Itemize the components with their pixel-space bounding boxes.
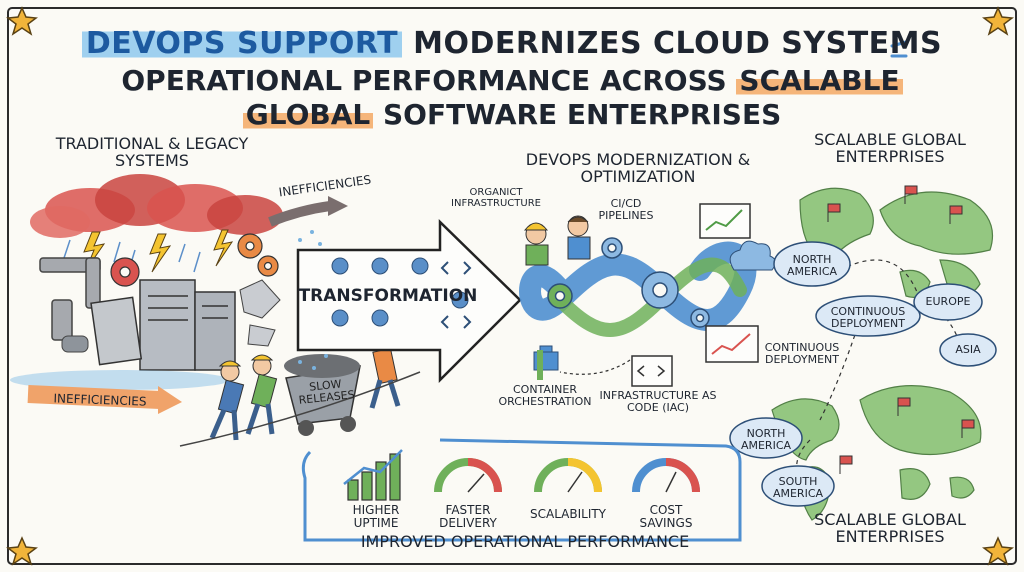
enterprises-heading-top: SCALABLE GLOBAL ENTERPRISES — [814, 130, 966, 166]
title-line-1: DEVOPS SUPPORT MODERNIZES CLOUD SYSTEMS — [0, 26, 1024, 61]
title-line-3: GLOBAL SOFTWARE ENTERPRISES — [0, 98, 1024, 131]
region-south-america: SOUTH AMERICA — [772, 475, 824, 500]
storm-clouds — [30, 174, 283, 238]
iac-label: INFRASTRUCTURE AS CODE (IaC) — [599, 389, 717, 414]
gear-icon — [547, 237, 710, 328]
gear-icon — [331, 257, 469, 327]
frame-border — [7, 7, 1017, 565]
region-north-america-bottom: NORTH AMERICA — [740, 427, 792, 452]
inefficiencies-top-arrow — [268, 201, 331, 227]
title-line3-highlight: GLOBAL — [242, 98, 374, 131]
title-line3-rest: SOFTWARE ENTERPRISES — [383, 98, 782, 131]
cicd-label: CI/CD PIPELINES — [598, 197, 654, 222]
region-continuous-deployment: CONTINUOUS DEPLOYMENT — [830, 305, 906, 330]
region-europe: EUROPE — [925, 295, 971, 308]
metric-scalability: SCALABILITY — [529, 507, 607, 521]
devops-heading: DEVOPS MODERNIZATION & OPTIMIZATION — [525, 150, 751, 186]
particles — [298, 230, 328, 370]
title-highlight: DEVOPS SUPPORT — [81, 26, 403, 61]
rusty-pipes — [39, 257, 101, 341]
growth-chart-icon — [631, 203, 759, 387]
enterprises-heading-bottom: SCALABLE GLOBAL ENTERPRISES — [814, 510, 966, 546]
lightning-icon — [83, 229, 234, 273]
metric-cost-savings: COST SAVINGS — [639, 503, 693, 530]
flag-icon — [827, 185, 975, 474]
legacy-server — [90, 279, 236, 371]
continuous-deployment-label: CONTINUOUS DEPLOYMENT — [764, 341, 840, 366]
star-icon — [6, 6, 1014, 566]
title-line-2: OPERATIONAL PERFORMANCE ACROSS SCALABLE — [0, 64, 1024, 97]
title-line2-main: OPERATIONAL PERFORMANCE ACROSS — [121, 64, 727, 97]
ground-line — [179, 371, 421, 447]
inefficiencies-bottom-arrow — [27, 385, 161, 409]
code-icon — [440, 261, 472, 329]
title-line1-rest: MODERNIZES CLOUD SYSTEMS — [413, 26, 943, 61]
region-asia: ASIA — [955, 343, 981, 356]
metric-higher-uptime: HIGHER UPTIME — [352, 503, 400, 530]
container-label: CONTAINER ORCHESTRATION — [498, 383, 592, 408]
region-bubbles — [729, 241, 997, 507]
legacy-heading: TRADITIONAL & LEGACY SYSTEMS — [55, 134, 249, 170]
performance-caption: IMPROVED OPERATIONAL PERFORMANCE — [360, 532, 690, 551]
engineers — [523, 215, 591, 266]
transformation-label: TRANSFORMATION — [298, 286, 478, 306]
puddle — [10, 370, 230, 390]
debris — [61, 279, 281, 353]
broken-gear-icon — [110, 233, 279, 287]
performance-bracket — [301, 438, 742, 542]
bar-chart-icon — [343, 449, 403, 501]
organic-infra-label: ORGANICT INFRASTRUCTURE — [451, 187, 541, 209]
gauge-icon — [434, 458, 700, 493]
region-north-america-top: NORTH AMERICA — [786, 253, 838, 278]
metric-faster-delivery: FASTER DELIVERY — [439, 503, 497, 530]
title-line2-highlight: SCALABLE — [736, 64, 903, 97]
